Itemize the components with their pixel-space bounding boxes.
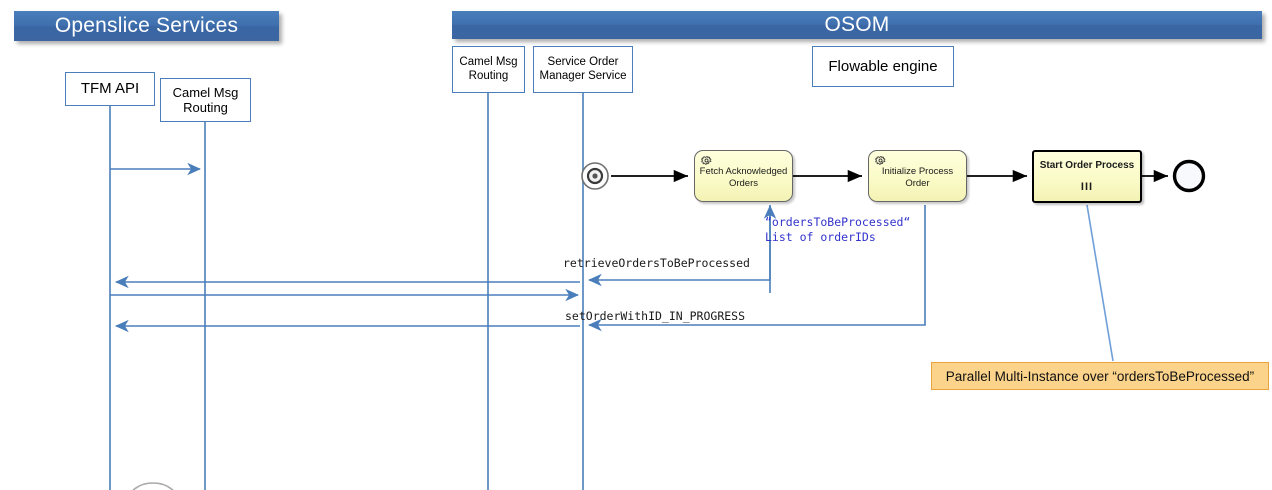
message-label-retrieve-orders: retrieveOrdersToBeProcessed (563, 256, 750, 270)
banner-openslice-label: Openslice Services (54, 14, 239, 37)
banner-openslice-services: Openslice Services (14, 11, 279, 41)
start-event-shape (581, 162, 609, 190)
callout-leader-line (1086, 204, 1114, 362)
bpmn-task-start-order-process[interactable]: Start Order Process III (1032, 150, 1142, 203)
participant-camel-msg-routing-openslice-label: Camel Msg Routing (172, 84, 239, 115)
participant-service-order-manager-service[interactable]: Service Order Manager Service (533, 46, 633, 93)
participant-service-order-manager-service-label: Service Order Manager Service (539, 55, 627, 82)
partial-ellipse-bottom (132, 482, 174, 490)
participant-flowable-engine-label: Flowable engine (828, 57, 938, 75)
service-task-gear-icon (701, 156, 712, 165)
bpmn-task-initialize-process-order[interactable]: Initialize Process Order (868, 150, 967, 202)
participant-tfm-api-label: TFM API (80, 80, 140, 98)
participant-camel-msg-routing-osom[interactable]: Camel Msg Routing (452, 46, 525, 93)
callout-parallel-multi-instance-label: Parallel Multi-Instance over “ordersToBe… (945, 368, 1255, 384)
service-task-gear-icon (875, 156, 886, 165)
message-label-set-order-in-progress: setOrderWithID_IN_PROGRESS (565, 309, 746, 323)
parallel-multi-instance-marker-icon: III (1080, 180, 1094, 193)
banner-osom-label: OSOM (824, 13, 890, 36)
data-object-annotation-line2: List of orderIDs (765, 229, 876, 244)
bpmn-task-fetch-acknowledged-orders[interactable]: Fetch Acknowledged Orders (694, 150, 793, 202)
participant-camel-msg-routing-openslice[interactable]: Camel Msg Routing (160, 78, 251, 122)
data-object-annotation: “ordersToBeProcessed“ List of orderIDs (765, 215, 910, 244)
participant-tfm-api[interactable]: TFM API (65, 72, 155, 106)
participant-camel-msg-routing-osom-label: Camel Msg Routing (459, 55, 518, 82)
end-event-shape (1172, 159, 1206, 193)
data-object-annotation-line1: “ordersToBeProcessed“ (765, 215, 911, 229)
callout-parallel-multi-instance: Parallel Multi-Instance over “ordersToBe… (931, 362, 1269, 390)
lifelines (109, 93, 584, 490)
bpmn-task-start-order-process-label: Start Order Process (1039, 160, 1135, 172)
bpmn-task-fetch-acknowledged-orders-label: Fetch Acknowledged Orders (699, 166, 788, 189)
participant-flowable-engine[interactable]: Flowable engine (812, 46, 954, 87)
bpmn-task-initialize-process-order-label: Initialize Process Order (881, 166, 954, 189)
banner-osom: OSOM (452, 11, 1262, 39)
